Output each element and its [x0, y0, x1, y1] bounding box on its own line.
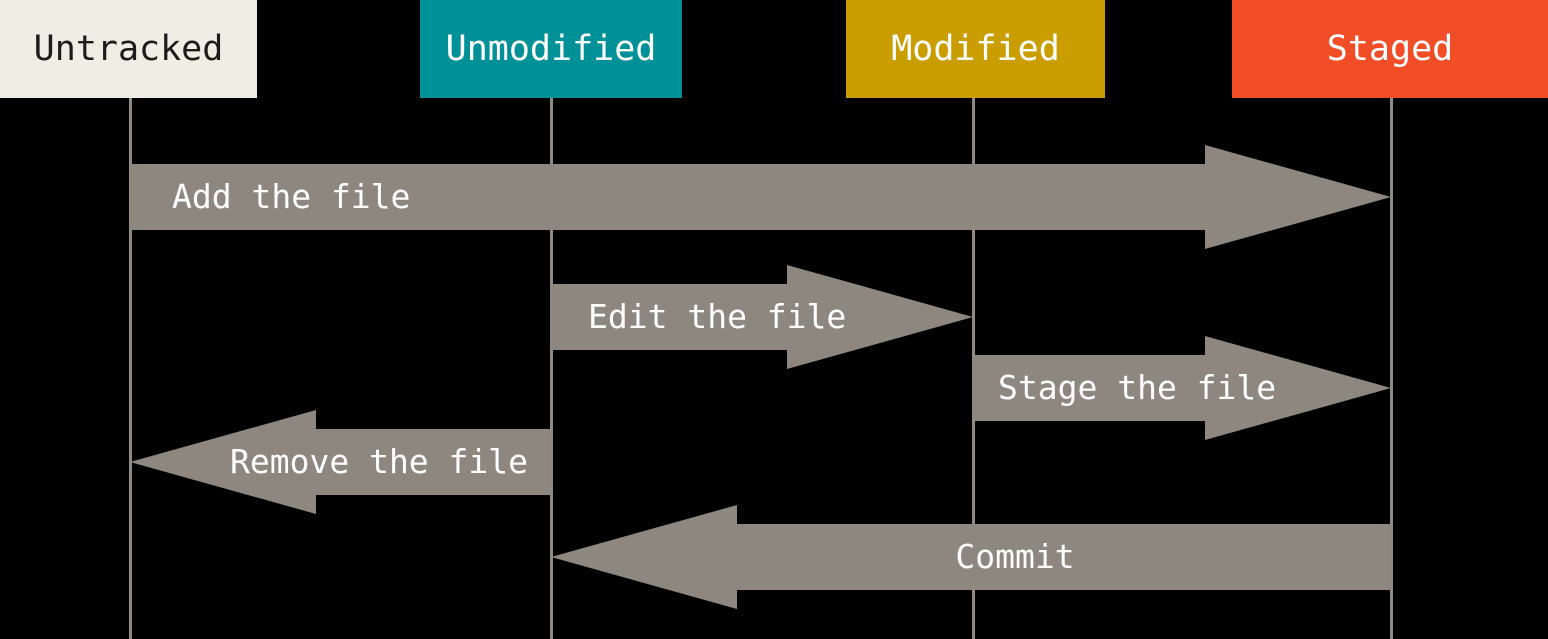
lane-line-staged: [1389, 98, 1393, 639]
transition-label-remove: Remove the file: [230, 442, 529, 481]
state-label-unmodified: Unmodified: [445, 29, 657, 69]
transition-arrow-add: [130, 145, 1391, 249]
lane-line-untracked: [128, 98, 132, 639]
arrow-head-icon-stage: [1205, 336, 1391, 440]
arrow-head-icon-add: [1205, 145, 1391, 249]
state-box-staged: Staged: [1232, 0, 1548, 98]
state-label-modified: Modified: [891, 29, 1060, 69]
transition-arrow-edit: [551, 265, 973, 369]
arrow-body-edit: [551, 284, 787, 350]
state-box-untracked: Untracked: [0, 0, 257, 98]
arrow-head-icon-edit: [787, 265, 973, 369]
arrow-body-add: [130, 164, 1205, 230]
transition-arrow-remove: [130, 410, 551, 514]
transition-label-edit: Edit the file: [588, 297, 847, 336]
transition-label-commit: Commit: [955, 537, 1075, 576]
arrow-head-icon-commit: [551, 505, 737, 609]
transition-arrow-commit: [551, 505, 1391, 609]
transition-arrow-stage: [973, 336, 1391, 440]
state-box-unmodified: Unmodified: [420, 0, 682, 98]
state-box-modified: Modified: [846, 0, 1105, 98]
arrow-head-icon-remove: [130, 410, 316, 514]
arrow-body-stage: [973, 355, 1205, 421]
lane-line-unmodified: [549, 98, 553, 639]
arrow-body-remove: [316, 429, 551, 495]
transition-label-stage: Stage the file: [998, 368, 1277, 407]
transition-label-add: Add the file: [172, 177, 411, 216]
state-label-untracked: Untracked: [33, 29, 224, 69]
state-label-staged: Staged: [1326, 29, 1454, 69]
arrow-body-commit: [737, 524, 1391, 590]
